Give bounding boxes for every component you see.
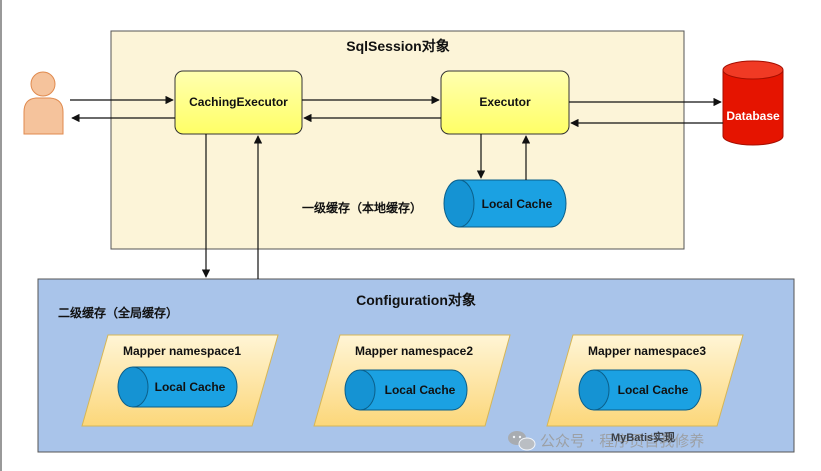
watermark-text: 公众号 · 程序员自我修养: [540, 432, 704, 450]
configuration-title: Configuration对象: [356, 292, 476, 308]
sqlsession-box: [110, 30, 685, 250]
local-cache-level1: Local Cache: [443, 179, 567, 228]
mapper-namespace-2-label: Mapper namespace2: [355, 344, 473, 358]
mapper-namespace-1: Mapper namespace1 Local Cache: [81, 334, 279, 427]
level1-cache-label: 一级缓存（本地缓存）: [302, 200, 422, 215]
user-icon: [23, 71, 64, 135]
caching-executor-label: CachingExecutor: [189, 95, 288, 109]
mapper-namespace-3: Mapper namespace3 Local Cache: [546, 334, 744, 427]
mapper-namespace-2: Mapper namespace2 Local Cache: [313, 334, 511, 427]
wechat-icon: [508, 431, 536, 451]
watermark: 公众号 · 程序员自我修养 MyBatis实现: [508, 430, 704, 451]
mapper-namespace-3-label: Mapper namespace3: [588, 344, 706, 358]
executor-label: Executor: [479, 95, 531, 109]
watermark-overlay-text: MyBatis实现: [611, 430, 675, 444]
sqlsession-title: SqlSession对象: [346, 38, 449, 54]
caching-executor-box: CachingExecutor: [174, 70, 303, 135]
mapper-namespace-1-cache-label: Local Cache: [155, 380, 226, 394]
database-cylinder: Database: [722, 60, 784, 146]
database-label: Database: [726, 109, 780, 123]
mapper-namespace-2-cache-label: Local Cache: [385, 383, 456, 397]
sqlsession-container: SqlSession对象: [110, 30, 685, 250]
local-cache-level1-label: Local Cache: [482, 197, 553, 211]
executor-box: Executor: [440, 70, 570, 135]
mapper-namespace-1-label: Mapper namespace1: [123, 344, 241, 358]
mapper-namespace-3-cache-label: Local Cache: [618, 383, 689, 397]
level2-cache-label: 二级缓存（全局缓存）: [58, 305, 178, 320]
